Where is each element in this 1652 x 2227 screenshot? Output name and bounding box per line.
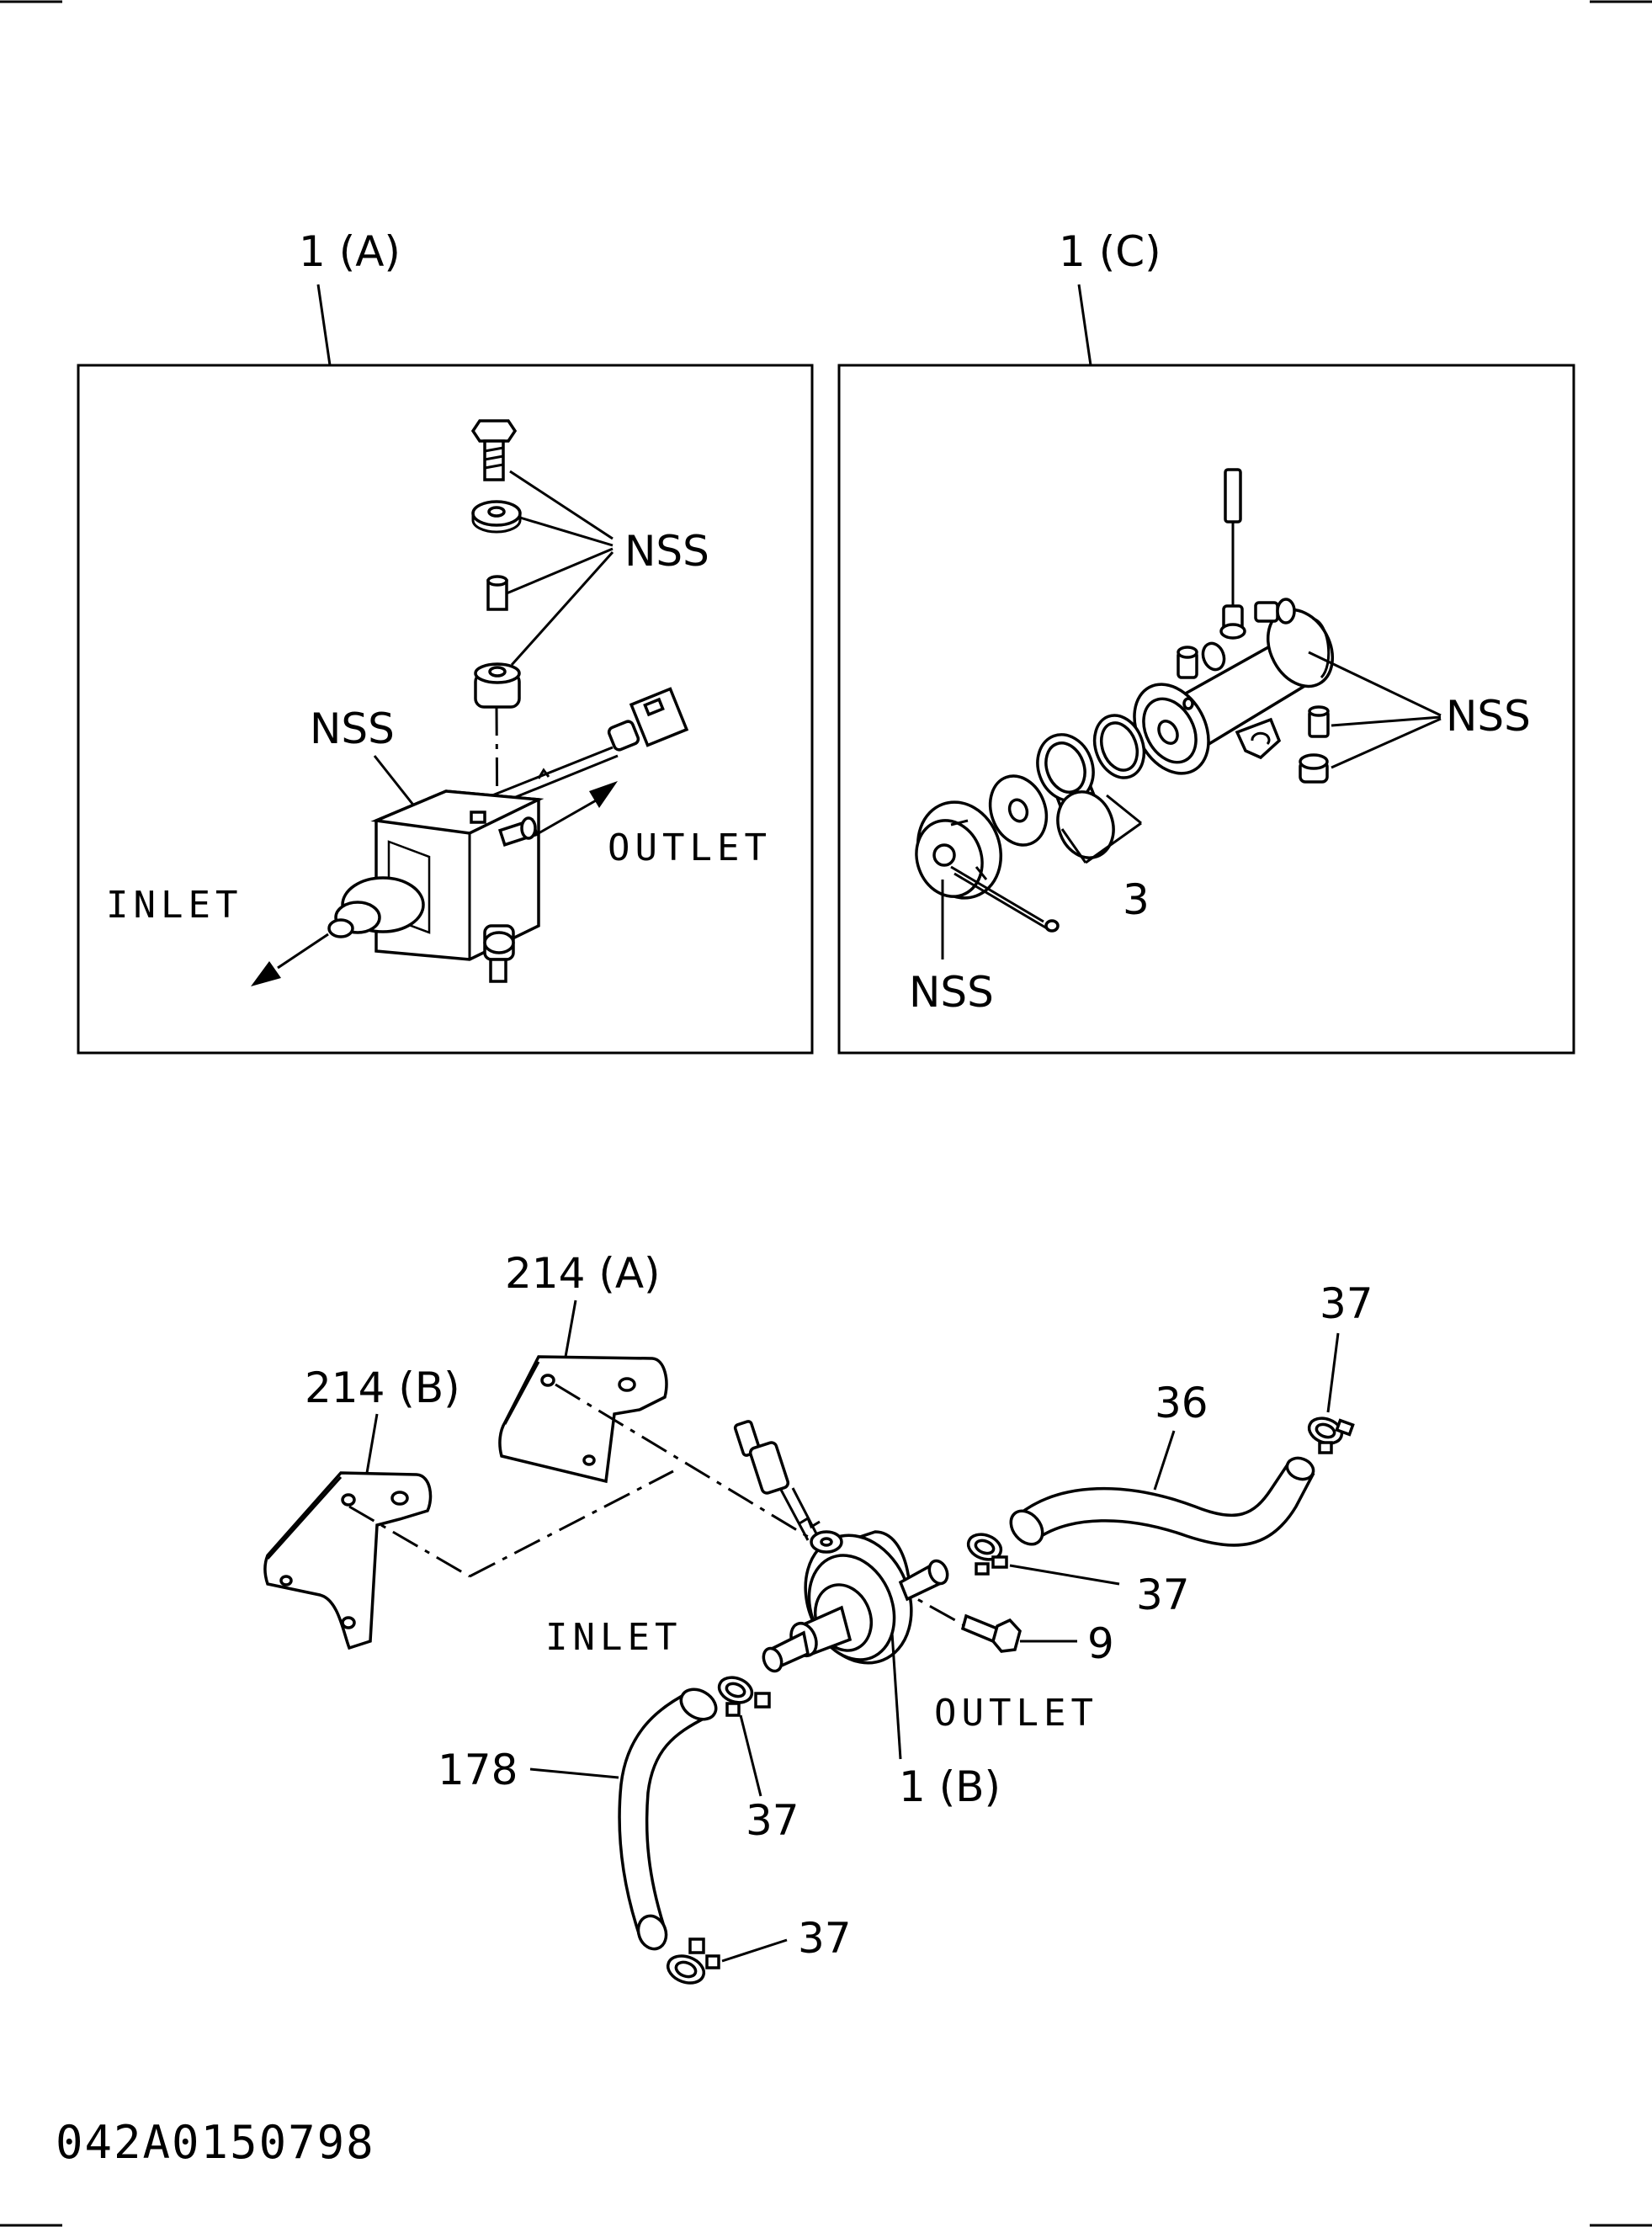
callout-1c: 1 (C) [1059,227,1161,276]
panel-1a: 1 (A) [77,227,814,1055]
callout-37-bottom: 37 [798,1914,852,1963]
pump-lead [733,1420,821,1541]
bracket-214b [263,1471,433,1650]
panel-1c: 1 (C) [837,227,1575,1055]
outlet-label-assembly: OUTLET [934,1692,1098,1735]
callout-37-middle: 37 [1136,1571,1190,1619]
outlet-arrow [538,781,618,835]
callout-37-lower-left: 37 [746,1796,799,1845]
hose-clamp-middle [966,1533,1008,1576]
assembly-view: 214 (A) 214 (B) [263,1249,1373,1985]
callout-37-top-right: 37 [1320,1279,1373,1328]
inlet-label-1a: INLET [106,884,242,927]
sensor-lead [1219,468,1246,640]
filter-cap [915,800,1060,933]
collar-part [486,575,508,611]
fuel-pump-1b [762,1530,949,1673]
hose-clamp-lower-left [717,1676,771,1717]
mount-nut [1299,753,1329,784]
hose-178 [618,1688,718,1951]
callout-1a-leader [316,284,332,366]
document-number: 042A0150798 [56,2116,375,2169]
nss-label-mounting: NSS [1446,692,1531,741]
bolt-part [470,419,518,481]
callout-178: 178 [438,1746,518,1794]
bolt-9 [960,1613,1022,1653]
rubber-spacer [1308,705,1330,738]
washer-part [471,500,522,534]
inlet-label-assembly: INLET [545,1616,682,1659]
bracket-214a [498,1355,668,1484]
electrical-connector [470,687,689,815]
callout-1c-leader [1077,284,1092,366]
hose-clamp-bottom [666,1937,720,1985]
outlet-label-1a: OUTLET [608,826,772,869]
callout-214b: 214 (B) [305,1363,460,1412]
fuel-pump-1c [1133,598,1334,775]
callout-1b: 1 (B) [899,1762,1001,1811]
nss-label-pump: NSS [310,704,395,753]
inlet-arrow [251,933,329,986]
nss-label-cap: NSS [909,968,994,1017]
filter-element [1036,733,1115,859]
callout-9: 9 [1087,1619,1114,1668]
filter-washer [988,774,1049,847]
panel-1c-frame [837,364,1575,1055]
hose-clamp-top-right [1307,1416,1355,1454]
o-ring [1092,714,1146,779]
callout-1a: 1 (A) [299,227,401,276]
nss-label-hardware: NSS [624,527,709,576]
fuel-pump-1a [327,789,544,983]
panel-1a-frame [77,364,814,1055]
callout-36: 36 [1155,1379,1208,1427]
hose-36 [1009,1456,1315,1547]
rubber-mount-part [474,662,521,709]
part-label-3: 3 [1123,875,1150,924]
callout-214a: 214 (A) [505,1249,661,1298]
